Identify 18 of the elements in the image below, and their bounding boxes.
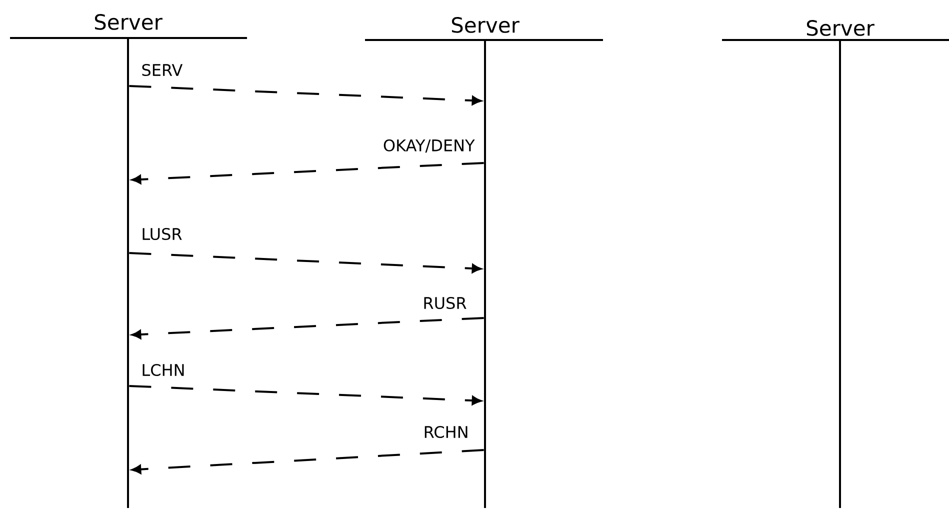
- arrow: [129, 385, 482, 406]
- edge-label: SERV: [140, 62, 184, 78]
- lifeline: [839, 40, 841, 508]
- lifeline-header: Server: [722, 20, 949, 41]
- arrow: [129, 252, 482, 274]
- edge-label: OKAY/DENY: [382, 138, 476, 154]
- edge-label: RUSR: [422, 296, 468, 310]
- arrow: [132, 317, 484, 340]
- edge-label: LUSR: [140, 226, 184, 242]
- edge-label: LCHN: [140, 362, 186, 378]
- edge-label: RCHN: [422, 424, 470, 440]
- arrow: [132, 162, 484, 184]
- arrow: [129, 85, 482, 106]
- lifeline: [127, 38, 129, 508]
- lifeline: [484, 40, 486, 508]
- lifeline-header: Server: [365, 17, 603, 41]
- arrow: [132, 449, 484, 474]
- lifeline-header: Server: [10, 14, 247, 39]
